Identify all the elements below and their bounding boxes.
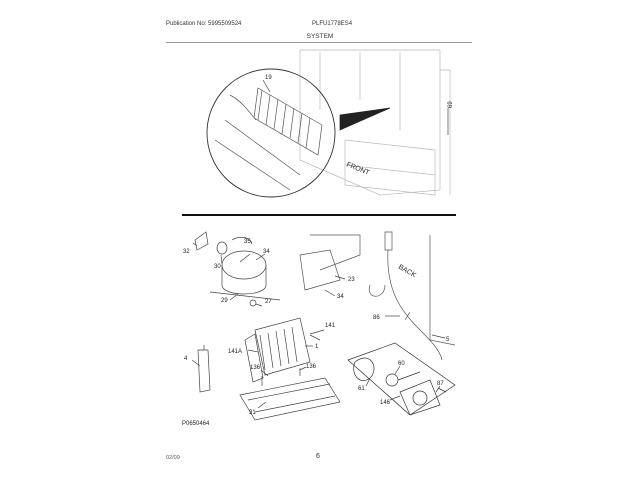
coil-detail <box>214 87 323 191</box>
section-divider <box>182 214 456 216</box>
base-tray <box>239 368 341 421</box>
leader-19 <box>262 79 271 93</box>
figure-id: P0650464 <box>182 421 210 427</box>
callout-29: 29 <box>221 298 228 304</box>
model-number: PLFU1778ES4 <box>312 21 353 27</box>
callout-23: 23 <box>348 277 355 283</box>
callout-31: 31 <box>249 410 256 416</box>
section-title: SYSTEM <box>306 33 334 40</box>
bracket-4 <box>197 345 211 393</box>
callout-34-right: 34 <box>337 294 344 300</box>
callout-136-right: 136 <box>306 364 317 370</box>
callout-1: 1 <box>315 344 319 350</box>
callout-5: 5 <box>446 337 450 343</box>
callout-34-top: 34 <box>263 249 270 255</box>
callout-27: 27 <box>265 299 272 305</box>
callout-32: 32 <box>183 249 190 255</box>
condenser-block <box>244 317 321 383</box>
front-label: FRONT <box>345 161 371 177</box>
callout-141a: 141A <box>228 349 242 355</box>
publication-number: Publication No: 5995509524 <box>166 21 242 27</box>
detail-circle <box>206 68 336 198</box>
callout-19: 19 <box>265 75 272 81</box>
fan-inset <box>347 342 456 416</box>
header-rule <box>166 42 472 43</box>
callout-35: 35 <box>244 239 251 245</box>
cabinet-outline <box>299 49 451 196</box>
callout-146: 146 <box>380 400 391 406</box>
callout-61: 61 <box>358 386 365 392</box>
callout-86: 86 <box>373 315 380 321</box>
callout-4: 4 <box>184 356 188 362</box>
back-label: BACK <box>397 264 417 280</box>
callout-87: 87 <box>437 381 444 387</box>
detail-arrow <box>339 107 391 131</box>
callout-60: 60 <box>398 361 405 367</box>
footer-date: 02/09 <box>166 455 180 461</box>
callout-69: 69 <box>448 101 454 108</box>
callout-141: 141 <box>325 323 336 329</box>
callout-30: 30 <box>214 264 221 270</box>
wiring-assembly <box>299 231 456 361</box>
compressor <box>194 231 281 307</box>
callout-136-left: 136 <box>250 365 261 371</box>
page-number: 6 <box>316 453 320 460</box>
